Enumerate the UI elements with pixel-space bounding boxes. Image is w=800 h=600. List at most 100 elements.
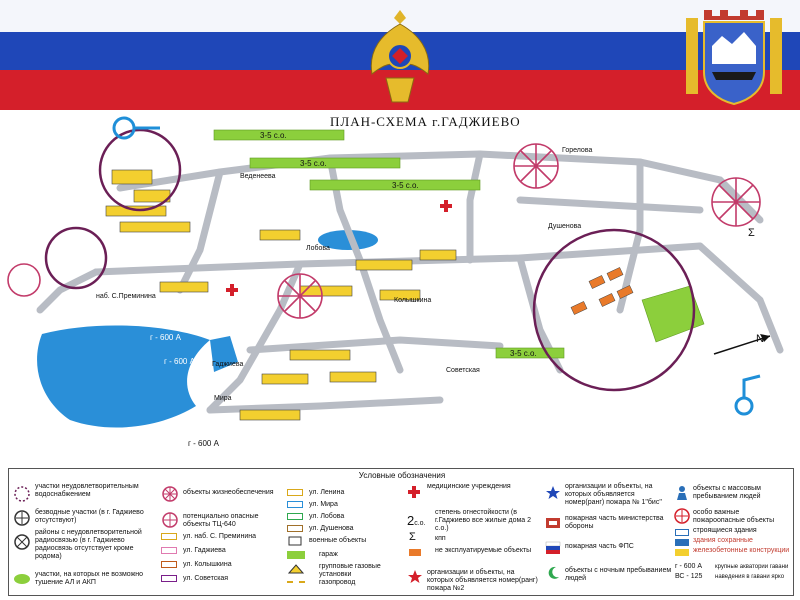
legend-item: железобетонные конструкции: [693, 547, 790, 554]
street-swatch: [287, 513, 303, 520]
depth-label: г - 600 А: [150, 333, 182, 342]
street-swatch: [161, 533, 177, 540]
street-label: Советская: [446, 367, 480, 374]
street-swatch: [161, 547, 177, 554]
north-label: N: [756, 333, 764, 345]
legend-item: не эксплуатируемые объекты: [435, 547, 532, 554]
zone-label: 3-5 с.о.: [510, 349, 537, 358]
street-swatch: [161, 561, 177, 568]
kpp-sigma-icon: Σ: [409, 531, 416, 543]
street-label: Горелова: [562, 147, 592, 154]
legend-item: безводные участки (в г. Гаджиево отсутст…: [35, 509, 144, 524]
legend-item: ул. Ленина: [309, 489, 345, 496]
legend-item: организации и объекты, на которых объявл…: [565, 483, 662, 506]
street-label: Лобова: [306, 244, 330, 252]
legend-item: пожарная часть министерства обороны: [565, 515, 664, 530]
map-title: ПЛАН-СХЕМА г.ГАДЖИЕВО: [330, 114, 521, 129]
hazard-icon: [162, 512, 178, 528]
water-supply-icon: [14, 486, 30, 502]
mass-people-icon: [677, 486, 687, 500]
legend-item: потенциально опасные объекты ТЦ-640: [183, 513, 259, 528]
zone-band: [249, 157, 401, 169]
unused-swatch: [409, 549, 421, 556]
street-swatch: [287, 525, 303, 532]
zone-band: [495, 347, 565, 359]
legend-item: степень огнестойкости (в г.Гаджиево все …: [435, 509, 532, 532]
legend-depth: ВС - 125: [675, 573, 703, 580]
legend-item: гараж: [319, 551, 338, 558]
life-support-objects: [7, 143, 761, 319]
depth-label: г - 600 А: [188, 439, 220, 448]
legend-item: участки, на которых не возможно тушение …: [35, 571, 144, 586]
legend-depth: г - 600 А: [675, 563, 703, 570]
medical-cross-icon: [408, 486, 420, 498]
street-swatch: [287, 489, 303, 496]
sigma-label: Σ: [748, 227, 755, 239]
important-object-icon: [674, 508, 690, 524]
iron-concrete-swatch: [675, 549, 689, 556]
street-label: Веденеева: [240, 173, 276, 180]
street-label: наб. С.Преминина: [96, 292, 156, 300]
street-label: Мира: [214, 395, 232, 402]
ok-building-swatch: [675, 539, 689, 546]
pipeline-swatch: [287, 581, 305, 583]
building-swatch: [675, 529, 689, 536]
medical-markers: [226, 200, 452, 296]
zone-band: [309, 179, 481, 191]
fire-degree-number: 2: [407, 513, 415, 528]
legend-item: ул. Советская: [183, 575, 229, 582]
legend-item: ул. Мира: [309, 501, 338, 508]
ap-akp-icon: [14, 574, 30, 584]
legend-depth-note: крупные акватории гавани: [715, 564, 789, 570]
legend-item: ул. Душенова: [309, 525, 354, 532]
header-banner: [0, 0, 800, 110]
night-moon-icon: [548, 566, 559, 579]
emercom-emblem-icon: [370, 10, 430, 103]
life-support-icon: [162, 486, 178, 502]
city-map: 3-5 с.о. 3-5 с.о. 3-5 с.о. 3-5 с.о.: [7, 116, 784, 448]
legend-item: ул. наб. С. Преминина: [183, 533, 256, 540]
bay-inlet: [210, 336, 238, 372]
legend-item: здания сохранные: [693, 537, 753, 544]
legend-item: участки неудовлетворительным водоснабжен…: [35, 483, 139, 498]
military-icon: [288, 536, 302, 546]
street-swatch: [161, 575, 177, 582]
city-coat-of-arms-icon: [686, 10, 782, 106]
star-red-icon: [408, 570, 422, 583]
legend-item: газопровод: [319, 579, 356, 586]
zone-label: 3-5 с.о.: [392, 181, 419, 190]
legend-item: военные объекты: [309, 537, 367, 544]
legend-item: кпп: [435, 535, 446, 542]
park-zone: [641, 285, 705, 343]
depth-label: г - 600 А: [164, 357, 196, 366]
legend-item: особо важные пожароопасные объекты: [693, 509, 775, 524]
legend-item: ул. Лобова: [309, 513, 345, 520]
star-blue-icon: [546, 486, 560, 499]
zone-band: [213, 129, 345, 141]
legend-item: пожарная часть ФПС: [565, 543, 634, 550]
military-buildings: [570, 267, 634, 315]
zone-label: 3-5 с.о.: [300, 159, 327, 168]
legend-item: ул. Колышкина: [183, 561, 232, 568]
street-label: Душенова: [548, 223, 581, 230]
street-label: Колышкина: [394, 297, 431, 304]
fire-resistance-zones: [213, 129, 705, 359]
fire-degree-unit: с.о.: [414, 520, 426, 527]
legend-panel: Условные обозначения участки неудовлетво…: [8, 468, 794, 596]
garage-swatch: [287, 551, 305, 559]
zone-label: 3-5 с.о.: [260, 131, 287, 140]
gas-unit-icon: [287, 564, 305, 574]
legend-item: строящиеся здания: [693, 527, 757, 534]
legend-item: организации и объекты, на которых объявл…: [427, 569, 538, 592]
water-supply-markers: [112, 116, 761, 416]
coverage-circles: [44, 128, 696, 392]
lake-water: [318, 230, 378, 250]
legend-depth-note: наведения в гавани ярко: [715, 574, 785, 580]
legend-item: объекты с ночным пребыванием людей: [565, 567, 672, 582]
north-arrow: N: [713, 333, 771, 355]
legend-item: ул. Гаджиева: [183, 547, 226, 554]
fire-degree-mark: 2с.о.: [407, 513, 426, 528]
legend-item: районы с неудовлетворительной радиосвязь…: [35, 529, 142, 560]
no-water-icon: [14, 510, 30, 526]
legend-item: групповые газовые установки: [319, 563, 381, 578]
